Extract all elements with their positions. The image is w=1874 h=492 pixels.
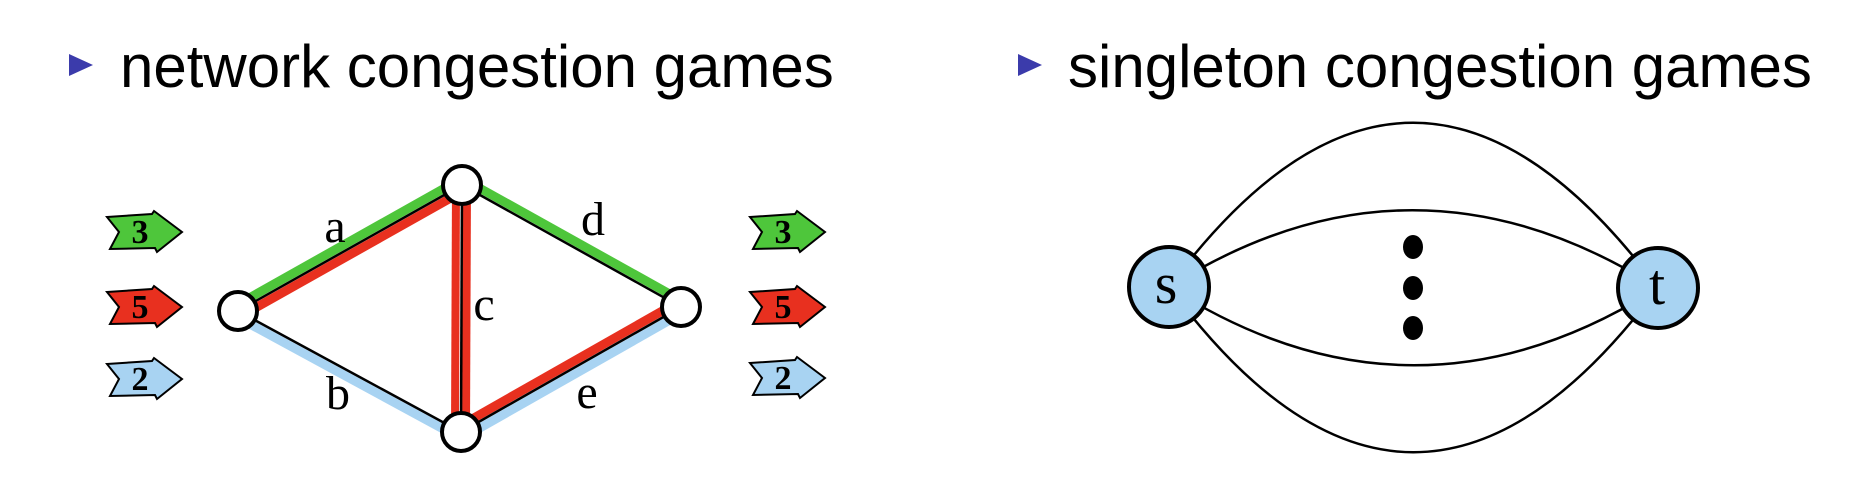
graph-edges	[237, 183, 682, 434]
flow-stripes	[232, 176, 687, 441]
edge-e-blue-stripe	[461, 308, 687, 441]
title-network-congestion-games: network congestion games	[120, 33, 834, 100]
node-bottom	[440, 411, 482, 453]
edge-d-line	[461, 183, 682, 309]
edge-c-red-stripe-left	[451, 184, 460, 433]
arrow-shape	[748, 209, 827, 254]
arrow-out-red: 5	[748, 284, 827, 329]
bullet-triangle-shape	[1018, 54, 1042, 76]
edge-a-green-stripe	[232, 176, 462, 310]
flow-arrows-in: 3 5 2	[105, 209, 184, 401]
node-source	[1127, 245, 1211, 329]
edge-a-line	[237, 183, 463, 313]
flow-arrows-out: 3 5 2	[748, 209, 827, 400]
parallel-edge-2	[1168, 209, 1659, 290]
flow-value: 3	[132, 214, 149, 251]
ellipsis-dot	[1403, 276, 1423, 300]
edge-labels: a b c d e	[324, 193, 605, 420]
edge-e-label: e	[576, 366, 597, 419]
arrow-shape	[105, 284, 184, 329]
arrow-shape	[105, 209, 184, 254]
parallel-edge-3	[1168, 285, 1659, 367]
flow-value: 5	[132, 289, 149, 326]
edge-d-green-stripe	[462, 176, 687, 306]
edge-e-red-stripe	[455, 298, 681, 431]
title-singleton-congestion-games: singleton congestion games	[1068, 33, 1812, 100]
bullet-triangle-icon	[1018, 54, 1042, 76]
node-sink	[1616, 246, 1700, 330]
node-source-label: s	[1155, 251, 1178, 316]
graph-nodes	[217, 164, 702, 453]
edge-b-line	[237, 309, 462, 434]
arrow-in-blue: 2	[105, 356, 184, 401]
parallel-edge-4	[1167, 286, 1660, 454]
node-top	[441, 164, 483, 206]
edge-a-label: a	[324, 200, 345, 253]
ellipsis-dots	[1403, 235, 1423, 340]
arrow-out-green: 3	[748, 209, 827, 254]
edge-d-label: d	[581, 193, 605, 246]
node-right	[660, 286, 702, 328]
arrow-in-red: 5	[105, 284, 184, 329]
edge-b-blue-stripe	[232, 312, 461, 441]
bullet-triangle-icon	[69, 54, 93, 76]
arrow-in-green: 3	[105, 209, 184, 254]
edge-c-line	[459, 184, 464, 433]
parallel-edge-1	[1167, 121, 1660, 289]
flow-value: 5	[775, 289, 792, 326]
edge-e-line	[460, 305, 682, 434]
edge-c-red-stripe-right	[462, 184, 471, 433]
ellipsis-dot	[1403, 316, 1423, 340]
edge-a-red-stripe	[238, 186, 468, 320]
node-sink-label: t	[1649, 252, 1665, 317]
flow-value: 2	[132, 361, 149, 398]
flow-value: 2	[775, 360, 792, 397]
node-left	[217, 290, 259, 332]
parallel-edges	[1167, 121, 1660, 454]
singleton-congestion-diagram: s t	[1127, 121, 1700, 454]
arrow-out-blue: 2	[748, 355, 827, 400]
edge-b-label: b	[326, 367, 350, 420]
arrow-shape	[105, 356, 184, 401]
network-congestion-diagram: a b c d e 3 5 2	[105, 164, 827, 453]
flow-value: 3	[775, 214, 792, 251]
arrow-shape	[748, 355, 827, 400]
bullet-triangle-shape	[69, 54, 93, 76]
arrow-shape	[748, 284, 827, 329]
edge-c-label: c	[473, 278, 494, 331]
ellipsis-dot	[1403, 235, 1423, 259]
